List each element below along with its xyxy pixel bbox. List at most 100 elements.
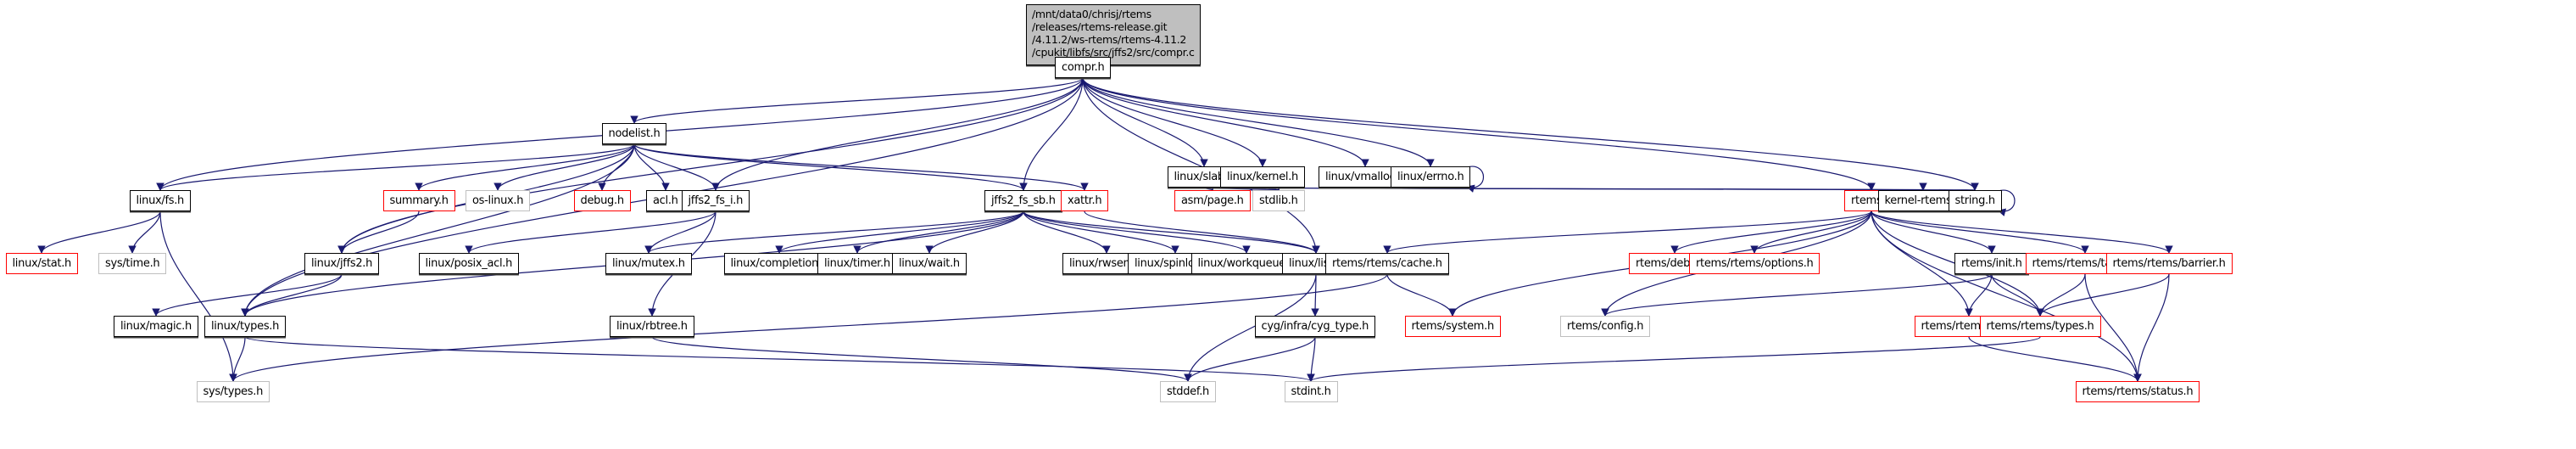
edge-linux_fs_h-to-sys_time_h xyxy=(128,210,161,254)
node-linux-completion-h[interactable]: linux/completion.h xyxy=(723,253,835,274)
node-rtems-rtems-status-h[interactable]: rtems/rtems/status.h xyxy=(2075,381,2200,402)
edge-summary_h-to-linux_jffs2_h xyxy=(337,210,420,254)
node-rtems-init-h[interactable]: rtems/init.h xyxy=(1954,253,2029,274)
node-linux-wait-h[interactable]: linux/wait.h xyxy=(892,253,967,274)
edge-jffs2_fs_sb_h-to-linux_wait_h xyxy=(925,210,1024,254)
edge-jffs2_fs_sb_h-to-linux_mutex_h xyxy=(644,210,1024,254)
edge-jffs2_fs_sb_h-to-linux_completion_h xyxy=(775,210,1024,254)
edge-rtems_rtems_types_h-to-stdint_h xyxy=(1307,336,2041,382)
edge-rtems_h-to-rtems_debug_h xyxy=(1670,210,1872,254)
node-linux-timer-h[interactable]: linux/timer.h xyxy=(817,253,897,274)
edge-compr_h-to-linux_vmalloc_h xyxy=(1082,77,1369,167)
node-stddef-h: stddef.h xyxy=(1160,381,1216,402)
edge-rtems_h-to-rtems_rtems_status_h xyxy=(1871,210,2142,382)
edge-jffs2_fs_i_h-to-linux_posix_acl_h xyxy=(465,210,716,254)
edge-compr_h-to-jffs2_fs_i_h xyxy=(711,77,1084,191)
node-stdint-h: stdint.h xyxy=(1284,381,1338,402)
node-rtems-system-h[interactable]: rtems/system.h xyxy=(1404,316,1501,337)
edge-compr_h-to-linux_slab_h xyxy=(1082,77,1208,167)
edge-cyg_infra_cyg_type_h-to-stddef_h xyxy=(1184,336,1316,382)
edge-nodelist_h-to-jffs2_fs_sb_h xyxy=(633,143,1028,191)
edge-linux_fs_h-to-linux_stat_h xyxy=(37,210,161,254)
edge-rtems_h-to-rtems_rtems_barrier_h xyxy=(1871,210,2173,254)
node-compr-h[interactable]: compr.h xyxy=(1055,57,1112,78)
node-linux-fs-h[interactable]: linux/fs.h xyxy=(129,190,191,211)
node-nodelist-h[interactable]: nodelist.h xyxy=(601,123,667,144)
edge-rtems_h-to-rtems_rtems_cache_h xyxy=(1383,210,1872,254)
edge-compr_h-to-linux_list_h xyxy=(1082,77,1320,254)
node-cyg-infra-cyg-type-h[interactable]: cyg/infra/cyg_type.h xyxy=(1254,316,1376,337)
edge-nodelist_h-to-os_linux_h xyxy=(493,143,635,191)
edge-rtems_rtems_barrier_h-to-rtems_rtems_types_h xyxy=(2036,273,2170,317)
edge-rtems_rtems_cache_h-to-rtems_system_h xyxy=(1386,273,1457,317)
edge-string_h-to-string_h xyxy=(1997,189,2016,216)
edge-linux_kernel_h-to-string_h xyxy=(1262,182,1976,191)
edge-cyg_infra_cyg_type_h-to-stdint_h xyxy=(1307,336,1316,382)
edge-compr_h-to-linux_kernel_h xyxy=(1082,77,1267,167)
node-os-linux-h: os-linux.h xyxy=(466,190,531,211)
node-stdlib-h: stdlib.h xyxy=(1252,190,1305,211)
edge-linux_list_h-to-stddef_h xyxy=(1184,273,1317,382)
edge-compr_h-to-rtems_h xyxy=(1082,77,1876,191)
edge-rtems_rtems_tasks_h-to-rtems_rtems_status_h xyxy=(2084,273,2142,382)
edge-linux_jffs2_h-to-linux_types_h xyxy=(241,273,343,317)
edge-compr_h-to-linux_errno_h xyxy=(1082,77,1435,167)
node-rtems-rtems-types-h[interactable]: rtems/rtems/types.h xyxy=(1979,316,2101,337)
node-linux-posix-acl-h[interactable]: linux/posix_acl.h xyxy=(418,253,520,274)
edge-linux_rbtree_h-to-stddef_h xyxy=(651,336,1192,382)
edge-linux_kernel_h-to-stdlib_h xyxy=(1262,182,1283,191)
edge-rtems_h-to-rtems_rtems_options_h xyxy=(1750,210,1872,254)
edge-rtems_h-to-rtems_init_h xyxy=(1871,210,1996,254)
edge-nodelist_h-to-acl_h xyxy=(633,143,670,191)
edge-linux_errno_h-to-linux_errno_h xyxy=(1466,166,1485,193)
edge-rtems_rtems_cache_h-to-sys_types_h xyxy=(229,273,1388,382)
node-linux-kernel-h[interactable]: linux/kernel.h xyxy=(1220,166,1305,188)
node-sys-time-h: sys/time.h xyxy=(98,253,167,274)
node-jffs2-fs-sb-h[interactable]: jffs2_fs_sb.h xyxy=(984,190,1062,211)
node-asm-page-h[interactable]: asm/page.h xyxy=(1174,190,1251,211)
edge-nodelist_h-to-linux_types_h xyxy=(241,143,635,317)
node-acl-h[interactable]: acl.h xyxy=(646,190,685,211)
node-rtems-rtems-cache-h[interactable]: rtems/rtems/cache.h xyxy=(1325,253,1449,274)
node-rtems-rtems-barrier-h[interactable]: rtems/rtems/barrier.h xyxy=(2105,253,2233,274)
edge-nodelist_h-to-xattr_h xyxy=(633,143,1089,191)
edge-linux_fs_h-to-sys_types_h xyxy=(159,210,237,382)
node-xattr-h[interactable]: xattr.h xyxy=(1061,190,1109,211)
edge-xattr_h-to-linux_list_h xyxy=(1084,210,1320,254)
node-rtems-config-h: rtems/config.h xyxy=(1560,316,1651,337)
node-linux-stat-h[interactable]: linux/stat.h xyxy=(5,253,78,274)
edge-linux_jffs2_h-to-linux_magic_h xyxy=(152,273,343,317)
node-rtems-rtems-options-h[interactable]: rtems/rtems/options.h xyxy=(1689,253,1820,274)
edge-nodelist_h-to-summary_h xyxy=(415,143,635,191)
edge-rtems_init_h-to-rtems_rtems_intr_h xyxy=(1965,273,1993,317)
edge-jffs2_fs_sb_h-to-linux_workqueue_h xyxy=(1023,210,1251,254)
node-linux-types-h[interactable]: linux/types.h xyxy=(204,316,287,337)
edge-jffs2_fs_sb_h-to-linux_timer_h xyxy=(853,210,1024,254)
node-debug-h[interactable]: debug.h xyxy=(573,190,631,211)
node-summary-h[interactable]: summary.h xyxy=(382,190,455,211)
edge-jffs2_fs_sb_h-to-linux_spinlock_h xyxy=(1023,210,1179,254)
node-string-h[interactable]: string.h xyxy=(1948,190,2002,211)
edge-nodelist_h-to-jffs2_fs_i_h xyxy=(633,143,720,191)
edge-jffs2_fs_sb_h-to-linux_list_h xyxy=(1023,210,1320,254)
edge-rtems_init_h-to-rtems_config_h xyxy=(1601,273,1993,317)
edge-linux_types_h-to-stdint_h xyxy=(244,336,1315,382)
node-root-compr-c[interactable]: /mnt/data0/chrisj/rtems /releases/rtems-… xyxy=(1026,4,1201,65)
edge-jffs2_fs_sb_h-to-linux_rwsem_h xyxy=(1023,210,1111,254)
edge-rtems_rtems_barrier_h-to-rtems_rtems_status_h xyxy=(2133,273,2170,382)
node-linux-jffs2-h[interactable]: linux/jffs2.h xyxy=(304,253,380,274)
edge-nodelist_h-to-linux_fs_h xyxy=(156,143,635,191)
node-linux-errno-h[interactable]: linux/errno.h xyxy=(1391,166,1471,188)
node-jffs2-fs-i-h[interactable]: jffs2_fs_i.h xyxy=(681,190,750,211)
node-linux-rbtree-h[interactable]: linux/rbtree.h xyxy=(610,316,694,337)
node-linux-magic-h[interactable]: linux/magic.h xyxy=(114,316,198,337)
edge-rtems_h-to-rtems_rtems_tasks_h xyxy=(1871,210,2089,254)
edge-compr_h-to-jffs2_fs_sb_h xyxy=(1019,77,1084,191)
node-sys-types-h: sys/types.h xyxy=(196,381,270,402)
edge-rtems_rtems_intr_h-to-rtems_rtems_status_h xyxy=(1968,336,2142,382)
node-linux-mutex-h[interactable]: linux/mutex.h xyxy=(605,253,692,274)
edge-compr_h-to-string_h xyxy=(1082,77,1979,191)
edge-jffs2_fs_i_h-to-linux_mutex_h xyxy=(644,210,716,254)
